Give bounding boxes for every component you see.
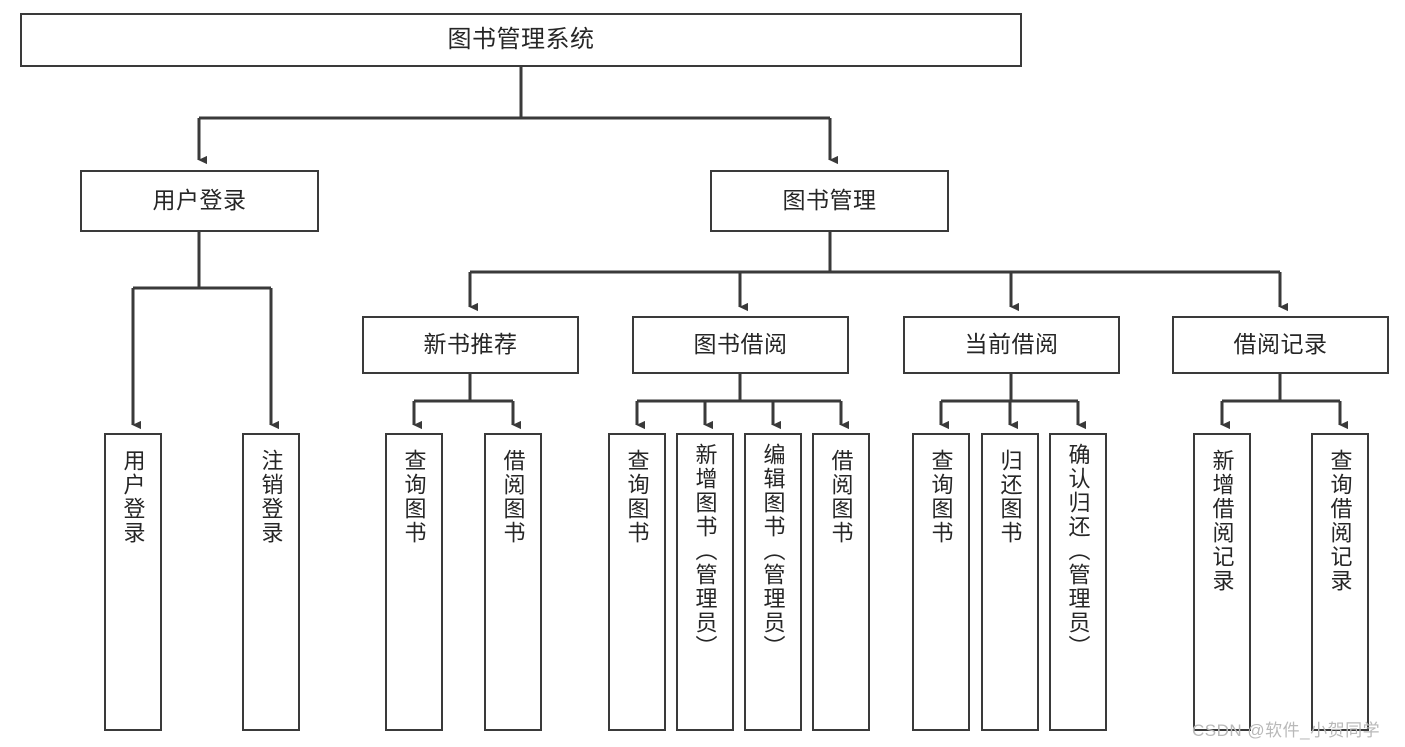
node-label: 归还图书	[997, 449, 1023, 545]
node-submodule-borrow-record[interactable]: 借阅记录	[1172, 316, 1389, 374]
node-leaf-return-books[interactable]: 归还图书	[981, 433, 1039, 731]
csdn-watermark: CSDN @软件_小贺同学	[1192, 721, 1381, 740]
node-label: 借阅图书	[828, 449, 854, 545]
node-submodule-new-book-recommend[interactable]: 新书推荐	[362, 316, 579, 374]
node-label: 查询借阅记录	[1327, 449, 1353, 593]
node-module-user-login[interactable]: 用户登录	[80, 170, 319, 232]
node-leaf-edit-book-admin[interactable]: 编辑图书（管理员）	[744, 433, 802, 731]
node-label: 新增借阅记录	[1209, 449, 1235, 593]
node-leaf-add-borrow-record[interactable]: 新增借阅记录	[1193, 433, 1251, 731]
node-label: 借阅记录	[1233, 331, 1328, 358]
node-leaf-confirm-return-admin[interactable]: 确认归还（管理员）	[1049, 433, 1107, 731]
node-leaf-query-books-current[interactable]: 查询图书	[912, 433, 970, 731]
node-leaf-add-book-admin[interactable]: 新增图书（管理员）	[676, 433, 734, 731]
node-leaf-user-login[interactable]: 用户登录	[104, 433, 162, 731]
node-submodule-current-borrow[interactable]: 当前借阅	[903, 316, 1120, 374]
node-label: 图书借阅	[693, 331, 788, 358]
node-leaf-query-books-newbook[interactable]: 查询图书	[385, 433, 443, 731]
node-module-book-management[interactable]: 图书管理	[710, 170, 949, 232]
node-submodule-book-borrow[interactable]: 图书借阅	[632, 316, 849, 374]
node-label: 注销登录	[258, 449, 284, 545]
node-label: 新增图书（管理员）	[692, 443, 718, 659]
node-label: 用户登录	[120, 449, 146, 545]
node-label: 编辑图书（管理员）	[760, 443, 786, 659]
node-label: 当前借阅	[964, 331, 1059, 358]
node-leaf-logout[interactable]: 注销登录	[242, 433, 300, 731]
node-label: 图书管理系统	[447, 25, 595, 53]
node-root-system[interactable]: 图书管理系统	[20, 13, 1022, 67]
node-label: 新书推荐	[423, 331, 518, 358]
node-label: 查询图书	[624, 449, 650, 545]
node-label: 用户登录	[152, 187, 247, 214]
node-leaf-query-borrow-record[interactable]: 查询借阅记录	[1311, 433, 1369, 731]
node-label: 查询图书	[928, 449, 954, 545]
node-leaf-borrow-books-borrow[interactable]: 借阅图书	[812, 433, 870, 731]
node-leaf-query-books-borrow[interactable]: 查询图书	[608, 433, 666, 731]
node-label: 确认归还（管理员）	[1065, 443, 1091, 659]
node-label: 图书管理	[782, 187, 877, 214]
node-label: 借阅图书	[500, 449, 526, 545]
node-leaf-borrow-books-newbook[interactable]: 借阅图书	[484, 433, 542, 731]
node-label: 查询图书	[401, 449, 427, 545]
